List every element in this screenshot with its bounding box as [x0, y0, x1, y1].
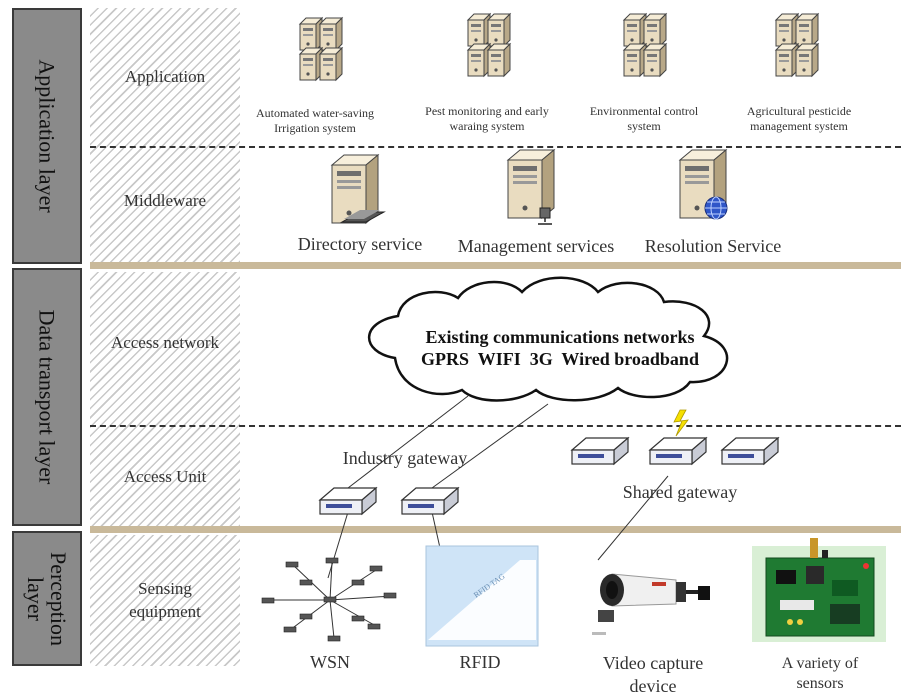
- separator-band-top: [90, 262, 901, 269]
- shared-gateway-icon-3: [721, 437, 779, 465]
- device-label-sensors: A variety of sensors: [781, 655, 859, 692]
- device-label-wsn: WSN: [310, 652, 350, 672]
- sensor-board-icon: [752, 538, 886, 642]
- shared-gateway-icon-1: [571, 437, 629, 465]
- industry-gateway-icon-2: [401, 487, 459, 515]
- industry-gateway-label: Industry gateway: [342, 448, 468, 468]
- rfid-card-icon: RFID TAG: [425, 545, 539, 647]
- server-icon-directory: [331, 154, 386, 224]
- cloud-network-shape: [367, 276, 729, 402]
- middleware-label-directory: Directory service: [297, 234, 423, 254]
- dashed-divider-app-middleware: [90, 146, 901, 148]
- perception-layer-box: Perception layer: [12, 531, 82, 666]
- separator-band-bottom: [90, 526, 901, 533]
- server-stack-icon-environment: [624, 14, 666, 76]
- shared-gateway-icon-2: [649, 437, 707, 465]
- server-stack-icon-pest: [468, 14, 510, 76]
- app-label-pest: Pest monitoring and early waraing system: [425, 104, 549, 133]
- server-icon-management: [507, 149, 555, 225]
- industry-gateway-icon-1: [319, 487, 377, 515]
- application-layer-box: Application layer: [12, 8, 82, 264]
- sublayer-sensing-equipment: Sensing equipment: [129, 579, 201, 621]
- shared-gateway-label: Shared gateway: [622, 482, 738, 502]
- server-icon-resolution: [679, 149, 728, 220]
- middleware-label-resolution: Resolution Service: [644, 236, 782, 256]
- hatch-perception: [90, 535, 240, 666]
- app-label-environment: Environmental control system: [589, 104, 699, 133]
- server-stack-icon-irrigation: [300, 18, 342, 80]
- sublayer-application: Application: [124, 67, 206, 86]
- device-label-rfid: RFID: [459, 652, 501, 672]
- dashed-divider-network-unit: [90, 425, 901, 427]
- device-label-video: Video capture device: [602, 653, 704, 696]
- lightning-icon: [673, 409, 689, 437]
- cloud-text-line2: GPRS WIFI 3G Wired broadband: [421, 349, 699, 369]
- data-transport-layer-box: Data transport layer: [12, 268, 82, 526]
- app-label-irrigation: Automated water-saving Irrigation system: [255, 106, 375, 135]
- sublayer-middleware: Middleware: [123, 191, 207, 210]
- video-camera-icon: [592, 573, 710, 635]
- sublayer-access-network: Access network: [110, 333, 220, 352]
- server-stack-icon-pesticide: [776, 14, 818, 76]
- hatch-transport: [90, 272, 240, 526]
- app-label-pesticide: Agricultural pesticide management system: [746, 104, 852, 133]
- hatch-application: [90, 8, 240, 264]
- wsn-network-icon: [261, 557, 397, 642]
- middleware-label-management: Management services: [457, 236, 615, 256]
- cloud-text-line1: Existing communications networks: [425, 327, 695, 347]
- sublayer-access-unit: Access Unit: [123, 467, 207, 486]
